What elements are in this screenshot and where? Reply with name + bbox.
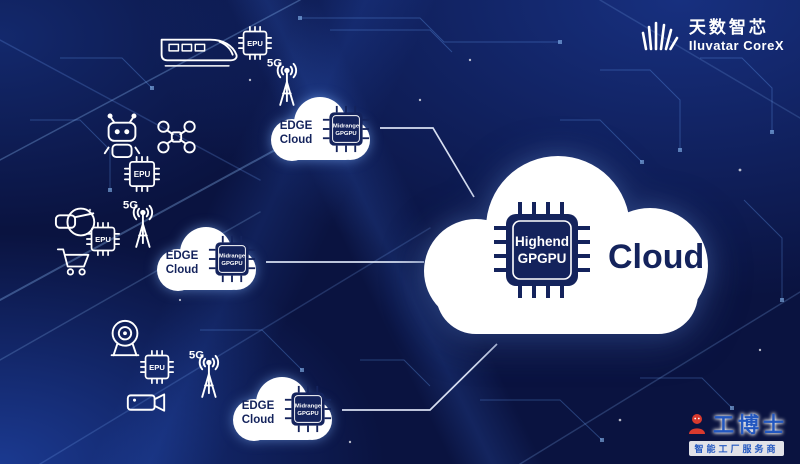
cloud-label: Cloud xyxy=(608,238,705,276)
edge-title-line2: Cloud xyxy=(279,133,313,146)
edge-cloud-title: EDGE Cloud xyxy=(159,250,205,278)
shopping-cart-icon xyxy=(56,248,90,276)
edge-cloud-title: EDGE Cloud xyxy=(273,120,319,148)
edge-cloud-title: EDGE Cloud xyxy=(235,400,281,428)
main-cloud: Highend GPGPU Cloud xyxy=(406,136,726,351)
chip-label-line2: GPGPU xyxy=(297,411,318,417)
edge-title-line1: EDGE xyxy=(279,120,313,132)
chip-label-line1: Midrange xyxy=(219,254,246,260)
epu-label: EPU xyxy=(149,363,165,372)
epu-chip-icon: EPU xyxy=(238,26,272,60)
train-icon xyxy=(160,38,238,67)
epu-label: EPU xyxy=(95,235,111,244)
watermark-mascot-icon xyxy=(689,414,705,434)
highend-gpgpu-chip: Highend GPGPU xyxy=(494,202,590,298)
watermark: 工博士 智能工厂服务商 xyxy=(685,409,788,456)
midrange-gpgpu-chip: Midrange GPGPU xyxy=(322,105,370,153)
edge-title-line2: Cloud xyxy=(165,263,199,276)
chip-label-line1: Midrange xyxy=(295,404,322,410)
edge-cloud-2: EDGE Cloud Midrange GPGPU xyxy=(148,222,266,300)
watermark-title: 工博士 xyxy=(713,414,788,437)
midrange-gpgpu-chip: Midrange GPGPU xyxy=(284,385,332,433)
chip-label-line2: GPGPU xyxy=(335,131,356,137)
vr-headset-icon xyxy=(54,207,96,237)
brand-logo: 天数智芯 Iluvatar CoreX xyxy=(640,16,784,54)
antenna-5g-icon: 5G xyxy=(267,58,298,106)
drone-icon xyxy=(157,120,196,154)
epu-chip-icon: EPU xyxy=(86,222,120,256)
midrange-gpgpu-chip: Midrange GPGPU xyxy=(208,235,256,283)
epu-label: EPU xyxy=(247,39,263,48)
epu-chip-icon: EPU xyxy=(140,350,174,384)
antenna-5g-icon: 5G xyxy=(123,200,154,248)
antenna-5g-icon: 5G xyxy=(189,350,220,398)
edge-title-line1: EDGE xyxy=(165,250,199,262)
edge-cloud-1: EDGE Cloud Midrange GPGPU xyxy=(262,92,380,170)
fan-logo-icon xyxy=(641,21,679,51)
edge-title-line1: EDGE xyxy=(241,400,275,412)
brand-name-cn: 天数智芯 xyxy=(688,17,769,37)
epu-chip-icon: EPU xyxy=(124,156,160,192)
brand-name-en: Iluvatar CoreX xyxy=(688,38,784,54)
chip-label-line2: GPGPU xyxy=(221,261,242,267)
edge-title-line2: Cloud xyxy=(241,413,275,426)
video-camera-icon xyxy=(126,393,166,412)
watermark-subtitle: 智能工厂服务商 xyxy=(689,441,784,456)
robot-icon xyxy=(103,113,141,159)
webcam-icon xyxy=(110,319,140,357)
chip-label-line1: Highend xyxy=(515,234,569,249)
edge-cloud-3: EDGE Cloud Midrange GPGPU xyxy=(224,372,342,450)
chip-label-line2: GPGPU xyxy=(518,251,567,266)
epu-label: EPU xyxy=(134,170,151,179)
chip-label-line1: Midrange xyxy=(333,124,360,130)
